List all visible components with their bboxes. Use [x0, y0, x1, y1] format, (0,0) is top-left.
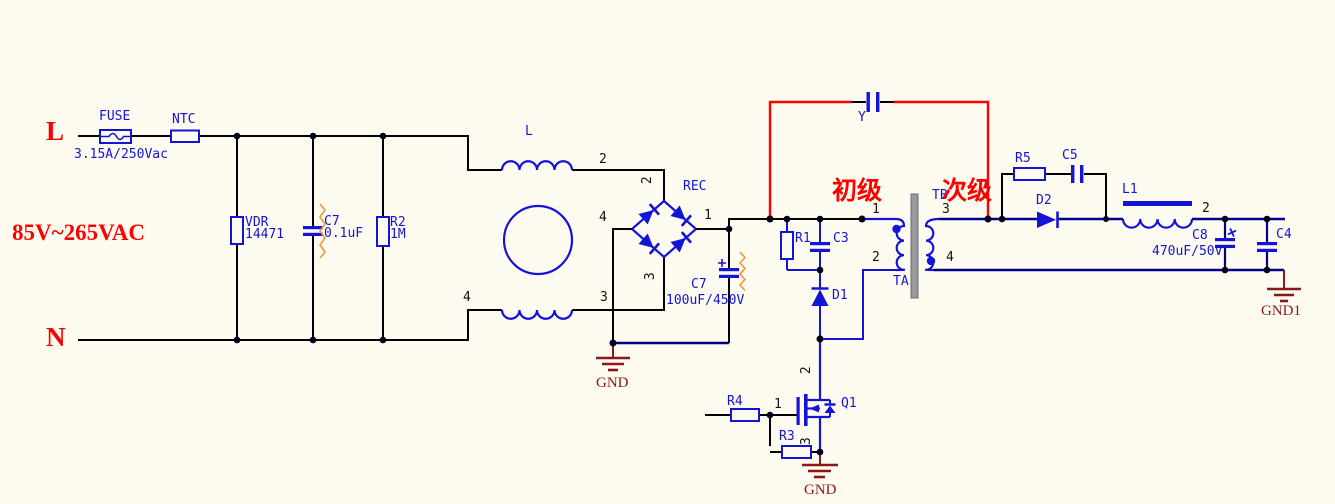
fuse-symbol — [99, 129, 132, 144]
secondary-gnd-symbol — [1267, 270, 1301, 303]
l1-pin2-label: 2 — [1202, 201, 1210, 216]
l1-label: L1 — [1122, 182, 1138, 197]
ta-label: TA — [893, 274, 909, 289]
primary-gnd-symbol — [596, 343, 630, 372]
junction-dots — [233, 132, 1271, 456]
primary-side-label: 初级 — [832, 177, 883, 205]
choke-pin2-label: 2 — [599, 152, 607, 167]
fuse-label: FUSE — [99, 109, 131, 124]
rec-pin2-label: 2 — [639, 176, 655, 185]
gate-drive-symbols — [705, 408, 820, 459]
r3-label: R3 — [779, 429, 795, 444]
line-l-label: L — [46, 116, 65, 146]
vdr-label: VDR — [245, 215, 269, 230]
bulk-cap-symbol — [718, 229, 739, 343]
q1-mosfet-symbol — [796, 339, 836, 452]
rec-pin3-label: 3 — [642, 272, 658, 281]
q1-gate-pin-label: 1 — [774, 397, 782, 412]
secondary-gnd-label: GND1 — [1261, 303, 1301, 319]
r1-label: R1 — [795, 231, 811, 246]
secondary-side-label: 次级 — [942, 177, 993, 205]
c3-label: C3 — [833, 231, 849, 246]
choke-symbol — [500, 160, 574, 320]
d1-label: D1 — [832, 288, 848, 303]
bridge-wires — [612, 218, 862, 345]
rec-pin4-label: 4 — [599, 210, 607, 225]
line-n-label: N — [46, 322, 66, 352]
q1-source-pin-label: 3 — [798, 437, 814, 446]
bridge-rectifier-symbol — [630, 199, 698, 259]
tf-pin1-label: 1 — [872, 202, 880, 217]
vdr-value-label: 14471 — [245, 227, 285, 242]
rec-pin1-label: 1 — [704, 208, 712, 223]
x-cap-symbol — [303, 136, 323, 340]
clamp-symbols — [780, 219, 896, 340]
r5-label: R5 — [1015, 151, 1031, 166]
marker-squiggles — [319, 203, 747, 292]
input-voltage-label: 85V~265VAC — [12, 220, 145, 245]
r2-value-label: 1M — [390, 227, 406, 242]
q1-gnd-symbol — [802, 452, 838, 479]
q1-gnd-label: GND — [804, 482, 837, 498]
tf-pin4-label: 4 — [946, 250, 954, 265]
primary-gnd-label: GND — [596, 375, 629, 391]
q1-label: Q1 — [841, 396, 857, 411]
fuse-rating-label: 3.15A/250Vac — [74, 147, 168, 162]
ac-input-wires — [78, 135, 665, 341]
d2-label: D2 — [1036, 193, 1052, 208]
snubber-symbols — [1001, 165, 1107, 219]
choke-pin3-label: 3 — [600, 290, 608, 305]
bulk-cap-label: C7 — [691, 277, 707, 292]
y-cap-label: Y — [858, 110, 866, 125]
tf-pin3-label: 3 — [942, 202, 950, 217]
r2-label: R2 — [390, 215, 406, 230]
choke-label: L — [525, 124, 533, 139]
r4-label: R4 — [727, 394, 743, 409]
transformer-symbol — [862, 193, 940, 299]
l1-symbol — [1121, 201, 1194, 229]
c8-label: C8 — [1192, 228, 1208, 243]
tf-pin2-label: 2 — [872, 250, 880, 265]
ntc-label: NTC — [172, 112, 196, 127]
vdr-symbol — [230, 136, 244, 340]
secondary-rails — [934, 217, 1285, 272]
rec-label: REC — [683, 179, 707, 194]
bulk-cap-value-label: 100uF/450V — [666, 293, 745, 308]
c8-value-label: 470uF/50V — [1152, 244, 1223, 259]
x-cap-label: C7 — [324, 214, 340, 229]
tb-label: TB — [932, 188, 948, 203]
ntc-symbol — [170, 129, 200, 143]
c5-label: C5 — [1062, 148, 1078, 163]
c4-symbol — [1257, 219, 1277, 270]
r2-symbol — [376, 136, 390, 340]
q1-drain-pin-label: 2 — [798, 366, 814, 375]
x-cap-value-label: 0.1uF — [324, 226, 364, 241]
choke-pin4-label: 4 — [463, 290, 471, 305]
d2-symbol — [1037, 211, 1059, 228]
y-cap-loop — [768, 92, 990, 219]
c4-label: C4 — [1276, 227, 1292, 242]
